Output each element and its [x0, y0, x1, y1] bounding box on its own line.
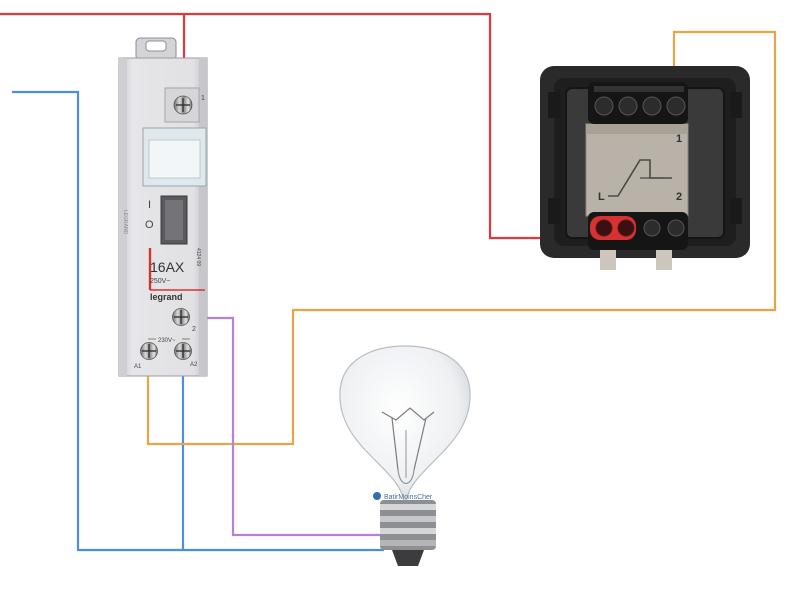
relay-mark-on: I — [148, 199, 151, 211]
switch-top-ports — [594, 86, 686, 116]
light-bulb: BatirMoinsCher — [339, 345, 471, 566]
relay-brand: legrand — [150, 292, 183, 302]
relay-terminal-1-screw — [173, 95, 193, 115]
watermark-text: BatirMoinsCher — [384, 494, 433, 501]
watermark-logo — [373, 492, 381, 500]
bulb-glass — [339, 345, 471, 506]
switch-terminal-2-label: 2 — [676, 191, 682, 203]
relay-voltage: 250V~ — [150, 278, 170, 285]
switch-terminal-1-label: 1 — [676, 133, 682, 145]
push-button-switch[interactable]: 1 2 L — [540, 66, 750, 270]
impulse-relay[interactable]: 1 I O LEGRAND 16AX 250V~ legrand 4124 09… — [118, 37, 208, 377]
relay-terminal-1-label: 1 — [201, 95, 205, 102]
relay-side-text: LEGRAND — [122, 210, 128, 235]
relay-terminal-2-screw — [172, 308, 190, 326]
bulb-base — [380, 500, 436, 566]
relay-terminal-a2-screw — [174, 342, 192, 360]
relay-mark-off: O — [145, 219, 154, 231]
relay-terminal-a1-screw — [140, 342, 158, 360]
relay-terminal-a2-label: A2 — [190, 362, 198, 368]
relay-rating: 16AX — [150, 259, 185, 275]
switch-terminal-l-label: L — [598, 191, 605, 203]
phase-wire — [0, 12, 598, 240]
neutral-wire — [12, 90, 384, 552]
relay-terminal-2-label: 2 — [192, 326, 196, 333]
relay-reference: 4124 09 — [195, 248, 201, 266]
switch-bottom-ports — [590, 216, 685, 240]
relay-coil-voltage: 230V~ — [158, 338, 176, 344]
bulb-filament — [381, 407, 435, 485]
relay-terminal-a1-label: A1 — [134, 364, 142, 370]
return-wire — [146, 30, 777, 446]
